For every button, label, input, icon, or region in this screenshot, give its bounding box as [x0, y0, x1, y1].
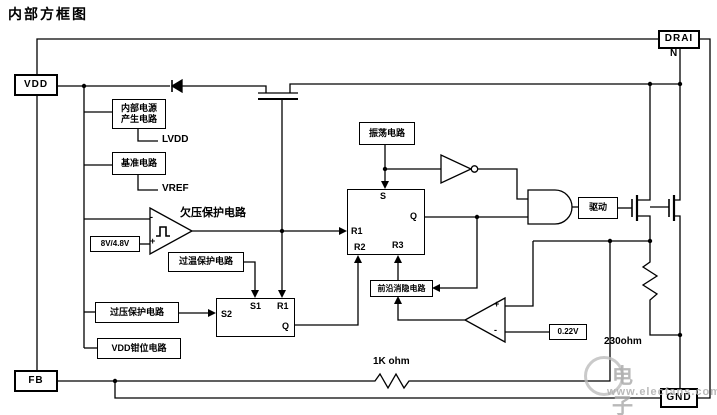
diode-icon	[170, 78, 183, 94]
inverter-triangle	[440, 153, 473, 185]
wire-hv-rail	[289, 83, 680, 93]
mosfet2-drain	[674, 49, 681, 201]
page-title: 内部方框图	[8, 6, 88, 22]
pin-drain-label-wrap: N	[670, 48, 678, 59]
wire-otp-out	[244, 261, 256, 290]
latch2-s2-label: S2	[221, 309, 233, 319]
block-otp-label: 过温保护电路	[178, 256, 233, 267]
block-oscillator-label: 振荡电路	[368, 127, 405, 138]
latch2-q-label: Q	[282, 321, 290, 331]
uvlo-title: 欠压保护电路	[180, 207, 246, 219]
cs-minus-sign: -	[494, 325, 497, 335]
pin-vdd-label: VDD	[23, 78, 49, 90]
junction-dots	[81, 81, 683, 384]
inverter-bubble	[470, 165, 479, 173]
uvlo-minus-sign: -	[150, 212, 153, 222]
block-internal-supply: 内部电源 产生电路	[112, 99, 166, 129]
signal-vref: VREF	[162, 183, 189, 194]
block-internal-supply-line2: 产生电路	[120, 114, 157, 124]
pin-drain-label: DRAI	[664, 33, 694, 45]
latch2-r1-label: R1	[277, 301, 289, 311]
wire-cs-plus	[505, 241, 534, 307]
wire-right-rail	[698, 38, 711, 399]
latch1-s-label: S	[380, 191, 387, 201]
wire-q-to-leb	[440, 217, 478, 289]
block-vdd-clamp: VDD钳位电路	[97, 338, 181, 359]
block-reference-label: 基准电路	[120, 157, 157, 168]
mosfet2-source	[674, 215, 681, 335]
arrow-heads	[208, 181, 440, 317]
uvlo-plus-sign: +	[150, 236, 156, 246]
wire-fb-line	[58, 241, 611, 390]
block-ovp-label: 过压保护电路	[109, 306, 164, 317]
pin-vdd: VDD	[14, 74, 58, 96]
wire-lvdd-tap	[137, 129, 158, 142]
pin-drain: DRAI	[658, 30, 700, 49]
wire-cs-out	[397, 301, 465, 321]
mosfet1-drain	[637, 84, 651, 201]
pin-fb: FB	[14, 370, 58, 392]
cs-reference-label: 0.22V	[557, 327, 579, 336]
block-uvlo-threshold: 8V/4.8V	[90, 236, 140, 252]
latch-protection: S2 S1 R1 Q	[216, 298, 295, 337]
latch1-r3-label: R3	[392, 240, 404, 250]
wire-vref-tap	[137, 175, 158, 191]
uvlo-threshold-label: 8V/4.8V	[100, 239, 130, 248]
latch2-s1-label: S1	[250, 301, 262, 311]
uvlo-comparator-triangle	[149, 206, 194, 256]
wire-inverter-to-and	[478, 168, 528, 200]
latch1-q-label: Q	[410, 211, 418, 221]
and-gate	[527, 189, 573, 225]
block-leb-label: 前沿消隐电路	[377, 283, 426, 293]
block-driver-label: 驱动	[588, 202, 607, 213]
cs-plus-sign: +	[494, 299, 500, 309]
wire-latch2-q	[295, 263, 359, 326]
signal-lvdd: LVDD	[162, 134, 189, 145]
wire-gnd-line	[114, 381, 660, 399]
block-internal-supply-line1: 内部电源	[120, 102, 157, 113]
pin-gnd-label: GND	[666, 391, 692, 403]
wire-top-rail	[36, 38, 658, 74]
block-otp: 过温保护电路	[168, 252, 244, 272]
block-cs-reference: 0.22V	[549, 324, 587, 340]
block-oscillator: 振荡电路	[359, 122, 415, 145]
resistor-sense-label: 230ohm	[604, 336, 642, 347]
mosfet1-source	[637, 215, 651, 241]
pin-fb-label: FB	[28, 374, 44, 386]
block-ovp: 过压保护电路	[95, 302, 179, 323]
latch1-r1-label: R1	[351, 226, 363, 236]
sense-resistor	[641, 241, 681, 388]
block-leb: 前沿消隐电路	[370, 280, 433, 297]
block-driver: 驱动	[578, 197, 618, 219]
wire-diode-to-startup	[182, 85, 267, 93]
cs-comparator-triangle	[463, 296, 506, 344]
block-reference: 基准电路	[112, 152, 166, 175]
block-vdd-clamp-label: VDD钳位电路	[111, 342, 167, 353]
latch1-r2-label: R2	[354, 242, 366, 252]
hysteresis-icon	[156, 226, 170, 237]
pin-gnd: GND	[660, 388, 698, 408]
latch-pwm: S Q R1 R2 R3	[347, 189, 425, 255]
resistor-feedback-label: 1K ohm	[373, 356, 410, 367]
